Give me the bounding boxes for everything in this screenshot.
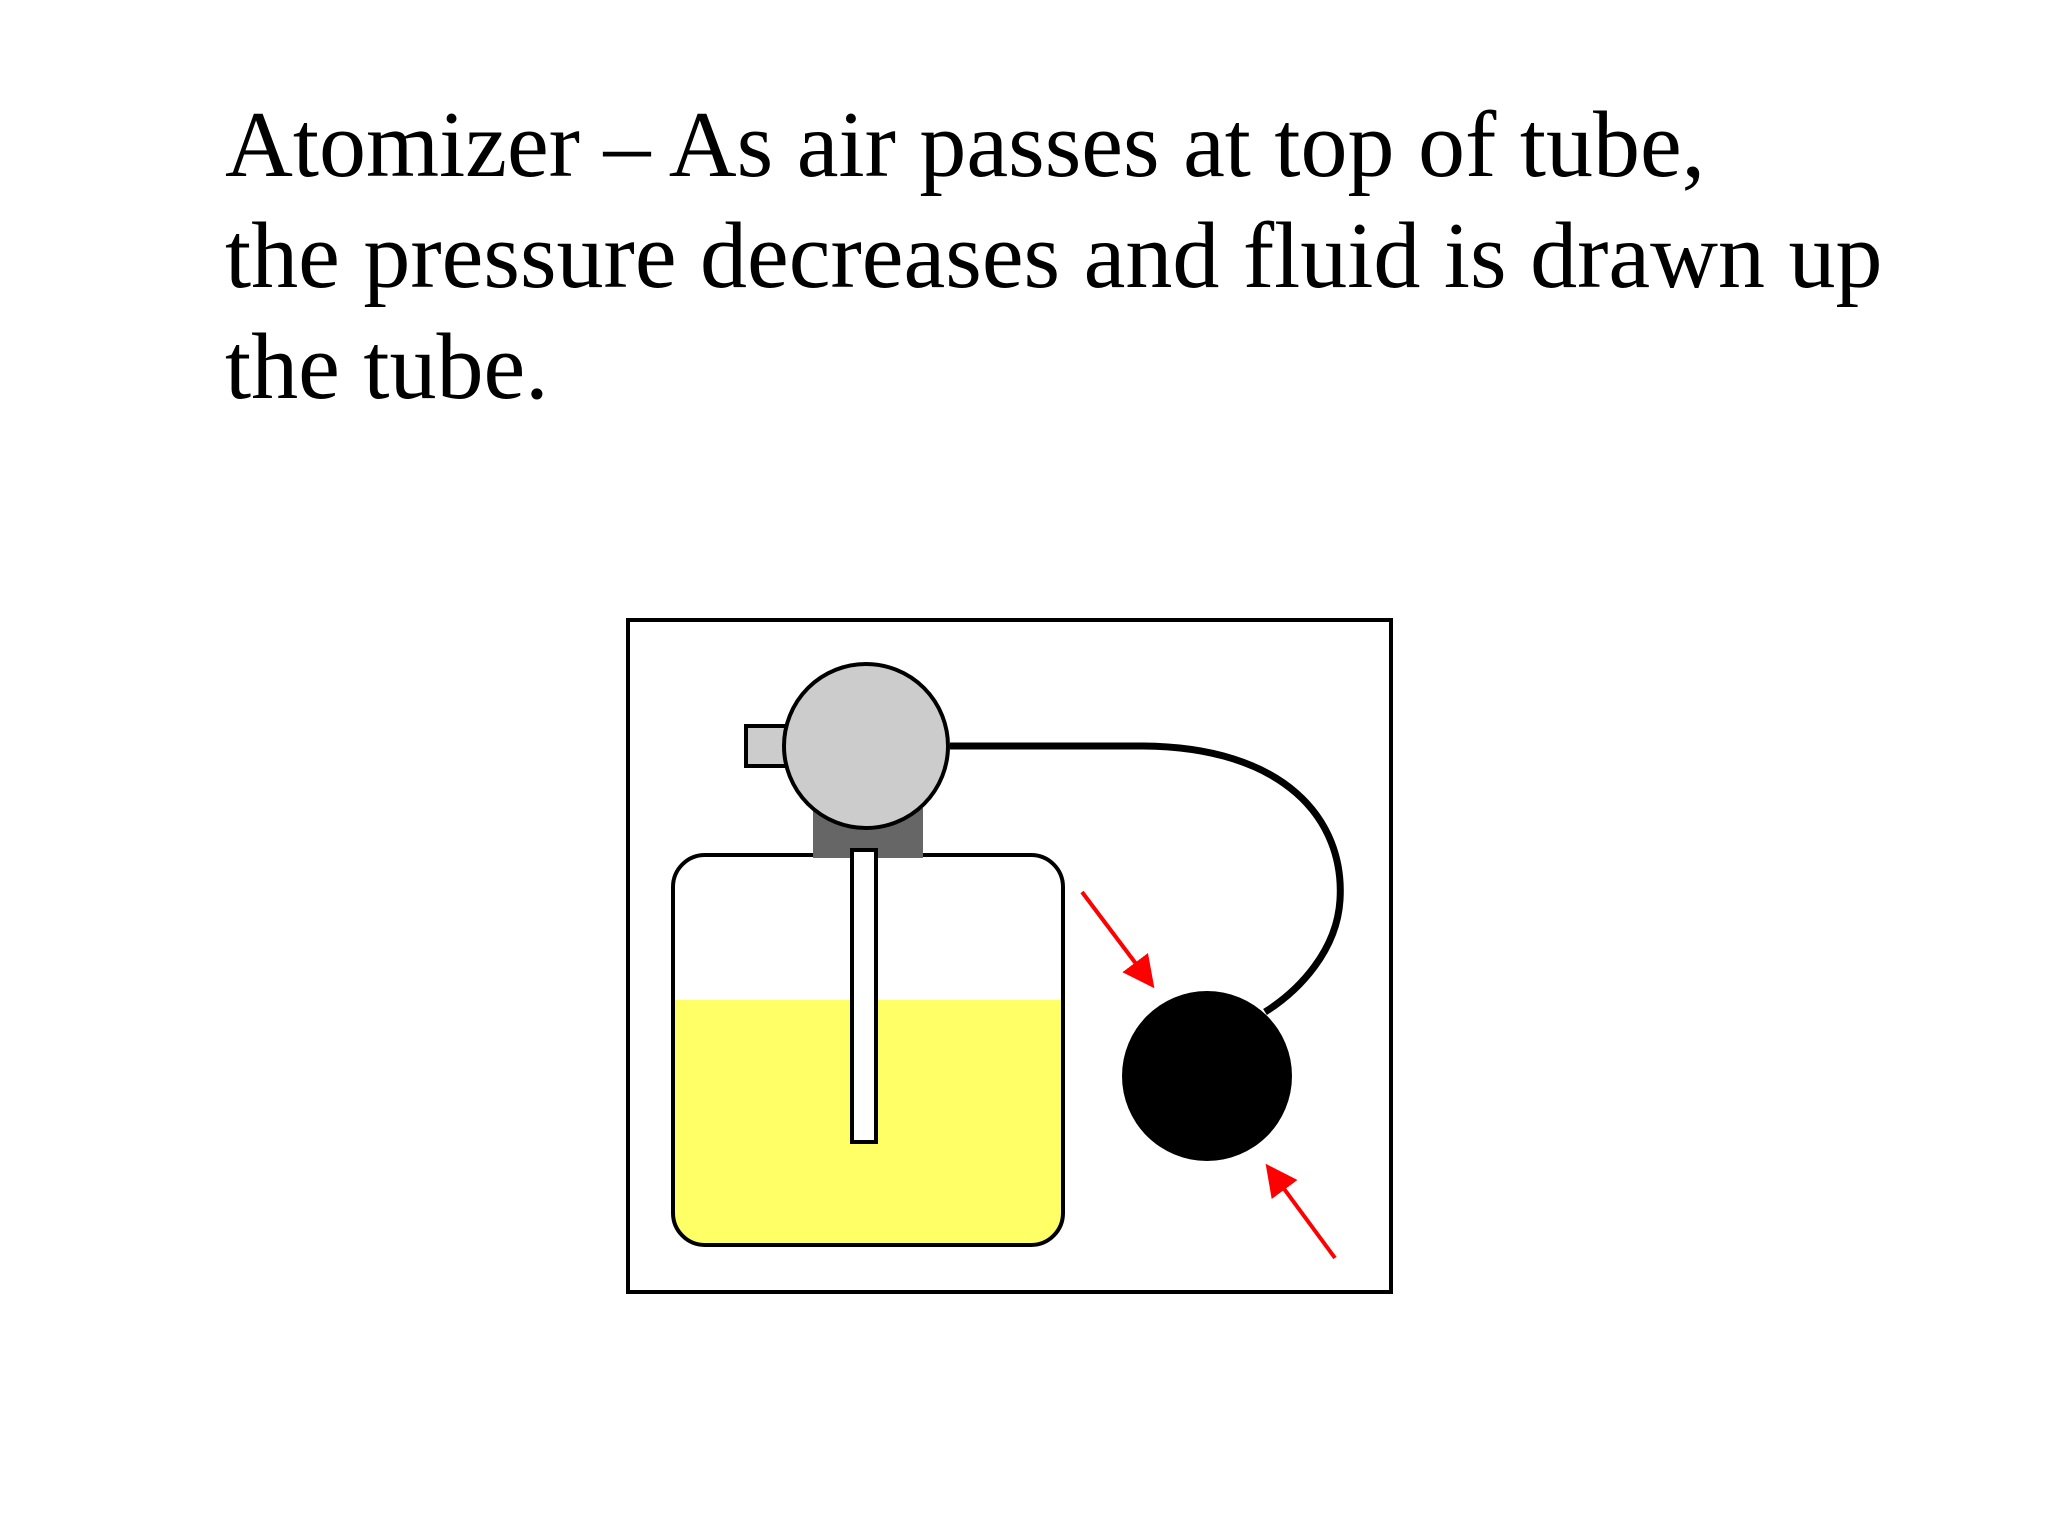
connecting-hose [950,742,1344,1015]
squeeze-bulb [1122,991,1292,1161]
caption-line-2: the pressure decreases and fluid is draw… [225,204,1883,308]
atomizer-head [782,662,950,830]
squeeze-arrow-bottom [1265,1163,1337,1260]
slide-caption: Atomizer – As air passes at top of tube,… [225,90,1985,423]
nozzle [744,724,790,768]
caption-line-3: the tube. [225,315,549,419]
dip-tube [850,848,878,1144]
caption-line-1: Atomizer – As air passes at top of tube, [225,93,1706,197]
squeeze-arrow-top [1080,890,1155,989]
